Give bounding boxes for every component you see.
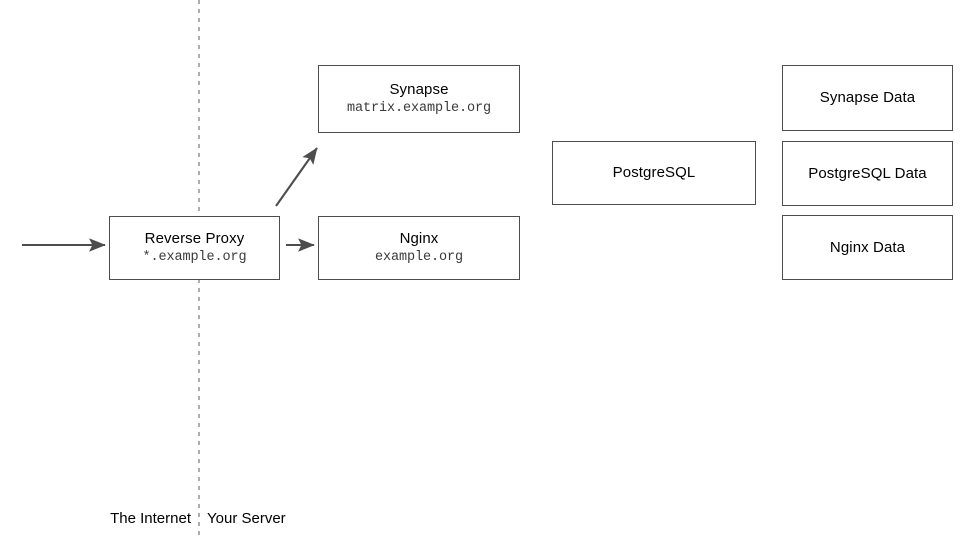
node-nginx-data[interactable]: Nginx Data xyxy=(782,215,953,280)
node-synapse-subtitle: matrix.example.org xyxy=(346,101,492,117)
node-nginx-subtitle: example.org xyxy=(374,250,463,266)
node-reverse-proxy[interactable]: Reverse Proxy *.example.org xyxy=(109,216,280,280)
arrow-reverse-proxy-to-synapse xyxy=(275,147,318,207)
node-postgresql-data-title: PostgreSQL Data xyxy=(808,164,927,182)
node-synapse-data[interactable]: Synapse Data xyxy=(782,65,953,131)
zone-label-the-internet: The Internet xyxy=(110,510,191,527)
node-synapse-data-title: Synapse Data xyxy=(819,89,916,107)
node-postgresql[interactable]: PostgreSQL xyxy=(552,141,756,205)
node-nginx[interactable]: Nginx example.org xyxy=(318,216,520,280)
node-reverse-proxy-title: Reverse Proxy xyxy=(144,229,245,247)
zone-label-your-server: Your Server xyxy=(207,510,286,527)
node-synapse-title: Synapse xyxy=(389,80,449,98)
node-postgresql-data[interactable]: PostgreSQL Data xyxy=(782,141,953,206)
node-reverse-proxy-subtitle: *.example.org xyxy=(142,250,247,266)
node-synapse[interactable]: Synapse matrix.example.org xyxy=(318,65,520,133)
node-nginx-title: Nginx xyxy=(399,229,439,247)
node-nginx-data-title: Nginx Data xyxy=(829,238,906,256)
node-postgresql-title: PostgreSQL xyxy=(612,164,696,182)
